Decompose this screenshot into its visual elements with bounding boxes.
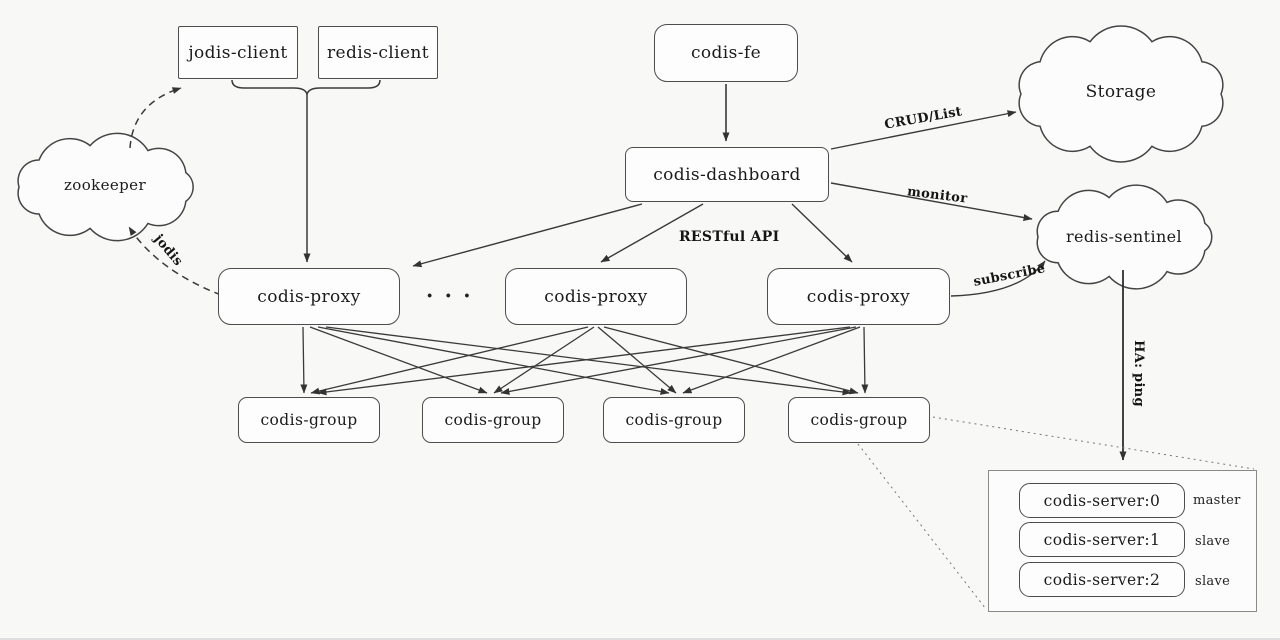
codis-fe-label: codis-fe <box>690 43 762 63</box>
storage-label: Storage <box>1085 82 1157 102</box>
edge-proxy3-sentinel <box>950 260 1046 297</box>
node-codis-group-3: codis-group <box>603 397 745 443</box>
edge-proxy3-group3 <box>682 326 861 394</box>
guide-group4-serverbox-bottom <box>857 443 987 610</box>
redis-client-label: redis-client <box>326 42 429 63</box>
edge-proxy3-group2 <box>500 326 857 395</box>
node-codis-group-4: codis-group <box>788 397 930 443</box>
server-0-role: master <box>1193 493 1241 508</box>
edge-dashboard-sentinel <box>830 182 1033 221</box>
redis-sentinel-cloud <box>1036 184 1213 290</box>
zookeeper-label: zookeeper <box>63 176 147 194</box>
codis-server-1-label: codis-server:1 <box>1043 530 1161 549</box>
edge-zookeeper-jodisclient <box>129 87 182 149</box>
codis-server-2-label: codis-server:2 <box>1043 570 1161 589</box>
node-codis-fe: codis-fe <box>654 24 798 82</box>
guide-group4-serverbox-top <box>932 416 1255 470</box>
node-codis-proxy-3: codis-proxy <box>767 268 950 325</box>
redis-sentinel-label: redis-sentinel <box>1065 227 1183 246</box>
node-codis-proxy-1: codis-proxy <box>218 268 400 325</box>
node-codis-proxy-2: codis-proxy <box>505 268 687 325</box>
node-jodis-client: jodis-client <box>178 26 298 79</box>
proxy-ellipsis: · · · <box>426 283 473 308</box>
edge-proxy2-group4 <box>603 326 859 395</box>
edge-proxy3-group1 <box>317 326 851 396</box>
edge-proxy1-group3 <box>317 326 670 395</box>
codis-proxy-2-label: codis-proxy <box>544 286 648 307</box>
edge-proxy2-group2 <box>493 326 595 394</box>
node-codis-group-1: codis-group <box>238 397 380 443</box>
node-codis-dashboard: codis-dashboard <box>625 147 829 202</box>
node-codis-server-1: codis-server:1 <box>1019 522 1185 557</box>
edge-proxy1-zookeeper <box>128 226 222 296</box>
codis-group-1-label: codis-group <box>260 411 358 429</box>
codis-group-2-label: codis-group <box>444 411 542 429</box>
edge-dashboard-storage <box>830 110 1017 150</box>
edge-dashboard-proxy2 <box>600 203 704 263</box>
edge-dashboard-proxy1 <box>412 203 643 268</box>
edge-proxy1-group2 <box>309 326 488 394</box>
server-2-role: slave <box>1195 574 1231 589</box>
node-redis-client: redis-client <box>318 26 438 79</box>
codis-proxy-3-label: codis-proxy <box>806 286 911 307</box>
zookeeper-cloud <box>17 132 194 242</box>
edge-proxy3-group4 <box>861 326 869 394</box>
codis-server-0-label: codis-server:0 <box>1043 491 1161 510</box>
node-codis-server-2: codis-server:2 <box>1019 562 1185 597</box>
codis-group-4-label: codis-group <box>810 411 908 429</box>
edge-proxy1-group1 <box>300 326 308 394</box>
clients-bracket <box>231 79 381 97</box>
ha-ping-label: HA: ping <box>1130 340 1146 407</box>
restful-api-label: RESTful API <box>679 229 780 245</box>
edge-proxy2-group1 <box>310 326 589 395</box>
storage-cloud <box>1018 25 1224 163</box>
node-codis-group-2: codis-group <box>422 397 564 443</box>
server-1-role: slave <box>1195 534 1231 549</box>
edge-dashboard-proxy3 <box>791 203 853 263</box>
codis-dashboard-label: codis-dashboard <box>653 164 801 185</box>
edge-proxy2-group3 <box>597 326 677 394</box>
codis-group-3-label: codis-group <box>625 411 723 429</box>
node-codis-server-0: codis-server:0 <box>1019 483 1185 518</box>
codis-proxy-1-label: codis-proxy <box>257 286 361 307</box>
jodis-client-label: jodis-client <box>188 42 288 63</box>
